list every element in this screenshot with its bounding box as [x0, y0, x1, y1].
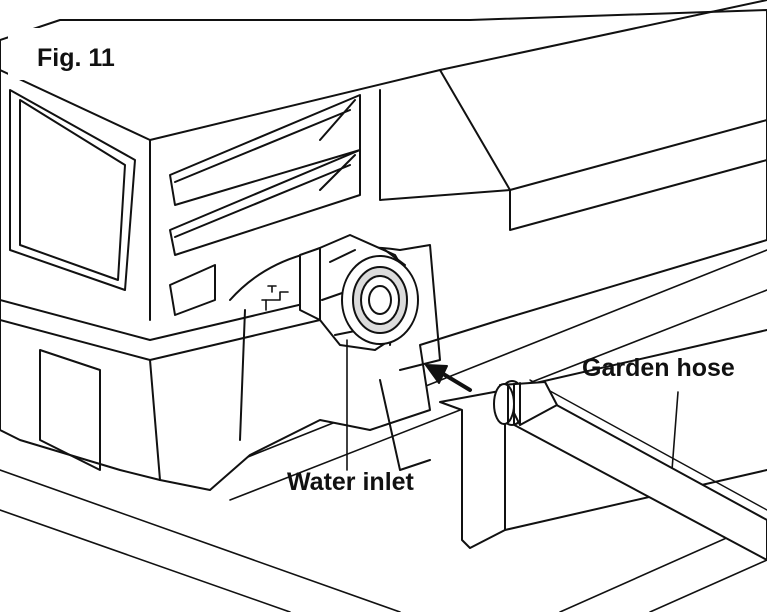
water-inlet-coupling [299, 234, 419, 351]
garden-hose-label: Garden hose [582, 354, 735, 382]
ground-lines [0, 249, 767, 612]
callout-leaders [346, 339, 679, 471]
figure-number-label: Fig. 11 [37, 44, 115, 72]
garden-hose [493, 379, 767, 561]
faucet-icon [261, 285, 289, 311]
water-inlet-label: Water inlet [287, 468, 414, 496]
insertion-arrow-icon [425, 364, 472, 392]
stand-bracket [439, 329, 767, 549]
